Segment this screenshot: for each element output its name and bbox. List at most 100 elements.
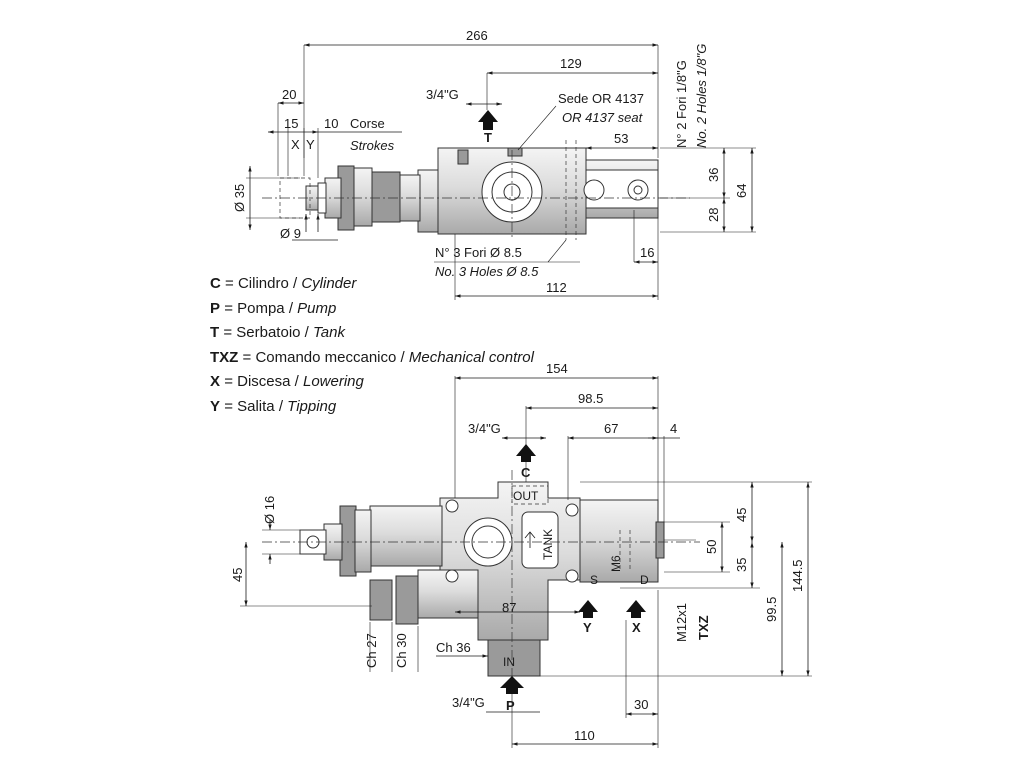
front-bolt-1 <box>445 499 459 513</box>
legend-en: Pump <box>297 299 337 317</box>
front-thread-p-label: 3/4"G <box>452 695 485 710</box>
legend-sep: = <box>224 299 233 317</box>
top-holes-it-label: N° 2 Fori 1/8"G <box>674 60 689 148</box>
front-port-c-arrow <box>516 444 536 462</box>
front-d-label: D <box>640 573 649 587</box>
top-dim-129-label: 129 <box>560 56 582 71</box>
front-port-y-arrow <box>578 600 598 618</box>
front-dim-154-label: 154 <box>546 361 568 376</box>
front-dim-50-label: 50 <box>704 540 719 554</box>
legend-it: Serbatoio <box>236 324 301 342</box>
top-dim-dia35-label: Ø 35 <box>232 184 247 212</box>
front-in-fitting <box>487 639 541 677</box>
top-sede-label: Sede OR 4137 <box>558 91 644 106</box>
front-ch30-label: Ch 30 <box>394 633 409 668</box>
front-txz-label: TXZ <box>696 615 711 640</box>
legend-it: Pompa <box>237 299 285 317</box>
front-port-x-label: X <box>632 620 641 635</box>
front-view: OUT TANK M6 S D IN 154 98.5 3/4"G C 67 4… <box>230 361 812 748</box>
legend-en: Tank <box>313 324 345 342</box>
top-dim-64-label: 64 <box>734 184 749 198</box>
top-dim-36-label: 36 <box>706 168 721 182</box>
front-ch27-label: Ch 27 <box>364 633 379 668</box>
legend-row: Y = Salita / Tipping <box>210 397 337 415</box>
top-hex-nut <box>369 171 401 223</box>
legend-sep: = <box>242 348 252 366</box>
top-fori-it-label: N° 3 Fori Ø 8.5 <box>435 245 522 260</box>
legend-sep: = <box>224 373 233 391</box>
top-corse-label: Corse <box>350 116 385 131</box>
front-dim-45-right-label: 45 <box>734 508 749 522</box>
top-dim-266-label: 266 <box>466 28 488 43</box>
top-view: T 3/4"G 266 129 20 15 10 Corse Strokes X… <box>232 28 756 300</box>
legend-row: X = Discesa / Lowering <box>210 373 364 391</box>
top-dim-112-label: 112 <box>546 280 567 295</box>
legend-it: Discesa <box>237 373 291 391</box>
top-dim-10-label: 10 <box>324 116 338 131</box>
legend-key: C <box>210 275 221 292</box>
top-holes-en-label: No. 2 Holes 1/8"G <box>694 44 709 148</box>
legend-key: X <box>210 373 221 391</box>
front-dim-dia16-label: Ø 16 <box>262 496 277 524</box>
top-thread-t-label: 3/4"G <box>426 87 459 102</box>
legend-row: C = Cilindro / Cylinder <box>210 275 357 292</box>
front-port-p-label: P <box>506 698 515 713</box>
front-ch36-label: Ch 36 <box>436 640 471 655</box>
legend-en: Tipping <box>287 397 337 415</box>
top-dim-53-label: 53 <box>614 131 628 146</box>
top-lever-hole-inner <box>633 185 643 195</box>
legend-en: Mechanical control <box>408 348 534 366</box>
front-dim-98-label: 98.5 <box>578 391 603 406</box>
front-port-p-arrow <box>500 676 524 694</box>
legend-key: Y <box>210 397 221 415</box>
top-fori-leader <box>547 239 567 263</box>
front-bolt-3 <box>565 503 579 517</box>
legend-key: T <box>210 324 220 342</box>
front-dim-144-5-label: 144.5 <box>790 559 805 592</box>
top-dim-dia9-label: Ø 9 <box>280 226 301 241</box>
top-seat-label: OR 4137 seat <box>562 110 644 125</box>
top-port-t-arrow <box>478 110 498 130</box>
legend-sep: = <box>224 397 233 415</box>
front-dim-30-label: 30 <box>634 697 648 712</box>
front-tank-box <box>521 511 559 569</box>
legend: C = Cilindro / Cylinder P = Pompa / Pump… <box>210 272 540 420</box>
top-seat-left <box>457 149 469 165</box>
front-tank-label: TANK <box>541 529 555 560</box>
top-gland <box>351 167 373 227</box>
top-dim-15-label: 15 <box>284 116 298 131</box>
front-thread-c-label: 3/4"G <box>468 421 501 436</box>
front-lever-pin <box>655 521 665 559</box>
front-dim-4-label: 4 <box>670 421 677 436</box>
front-s-label: S <box>590 573 598 587</box>
top-x-label: X <box>291 137 300 152</box>
top-y-label: Y <box>306 137 315 152</box>
top-seat-right <box>507 147 523 157</box>
legend-key: TXZ <box>210 348 239 366</box>
legend-en: Cylinder <box>301 275 357 292</box>
front-tank-arrow <box>524 531 536 548</box>
front-port-x-arrow <box>626 600 646 618</box>
legend-it: Comando meccanico <box>255 348 397 366</box>
front-gland <box>354 509 372 573</box>
front-nut-ch30 <box>395 575 419 625</box>
top-fori-en-label: No. 3 Holes Ø 8.5 <box>435 264 539 279</box>
front-bolt-4 <box>565 569 579 583</box>
top-strokes-label: Strokes <box>350 138 395 153</box>
legend-sep: = <box>223 324 233 342</box>
front-dim-99-5-label: 99.5 <box>764 597 779 622</box>
legend-row: P = Pompa / Pump <box>210 299 337 317</box>
front-dim-45-left-label: 45 <box>230 568 245 582</box>
front-bolt-2 <box>445 569 459 583</box>
front-dim-110-label: 110 <box>574 728 595 743</box>
front-actuator-housing <box>369 505 443 567</box>
front-out-label: OUT <box>513 489 539 503</box>
legend-key: P <box>210 299 221 317</box>
legend-sep: = <box>225 275 234 292</box>
legend-row: TXZ = Comando meccanico / Mechanical con… <box>210 348 534 366</box>
legend-row: T = Serbatoio / Tank <box>210 324 345 342</box>
front-dim-67-label: 67 <box>604 421 618 436</box>
legend-it: Salita <box>237 397 275 415</box>
top-sede-leader <box>517 105 557 151</box>
